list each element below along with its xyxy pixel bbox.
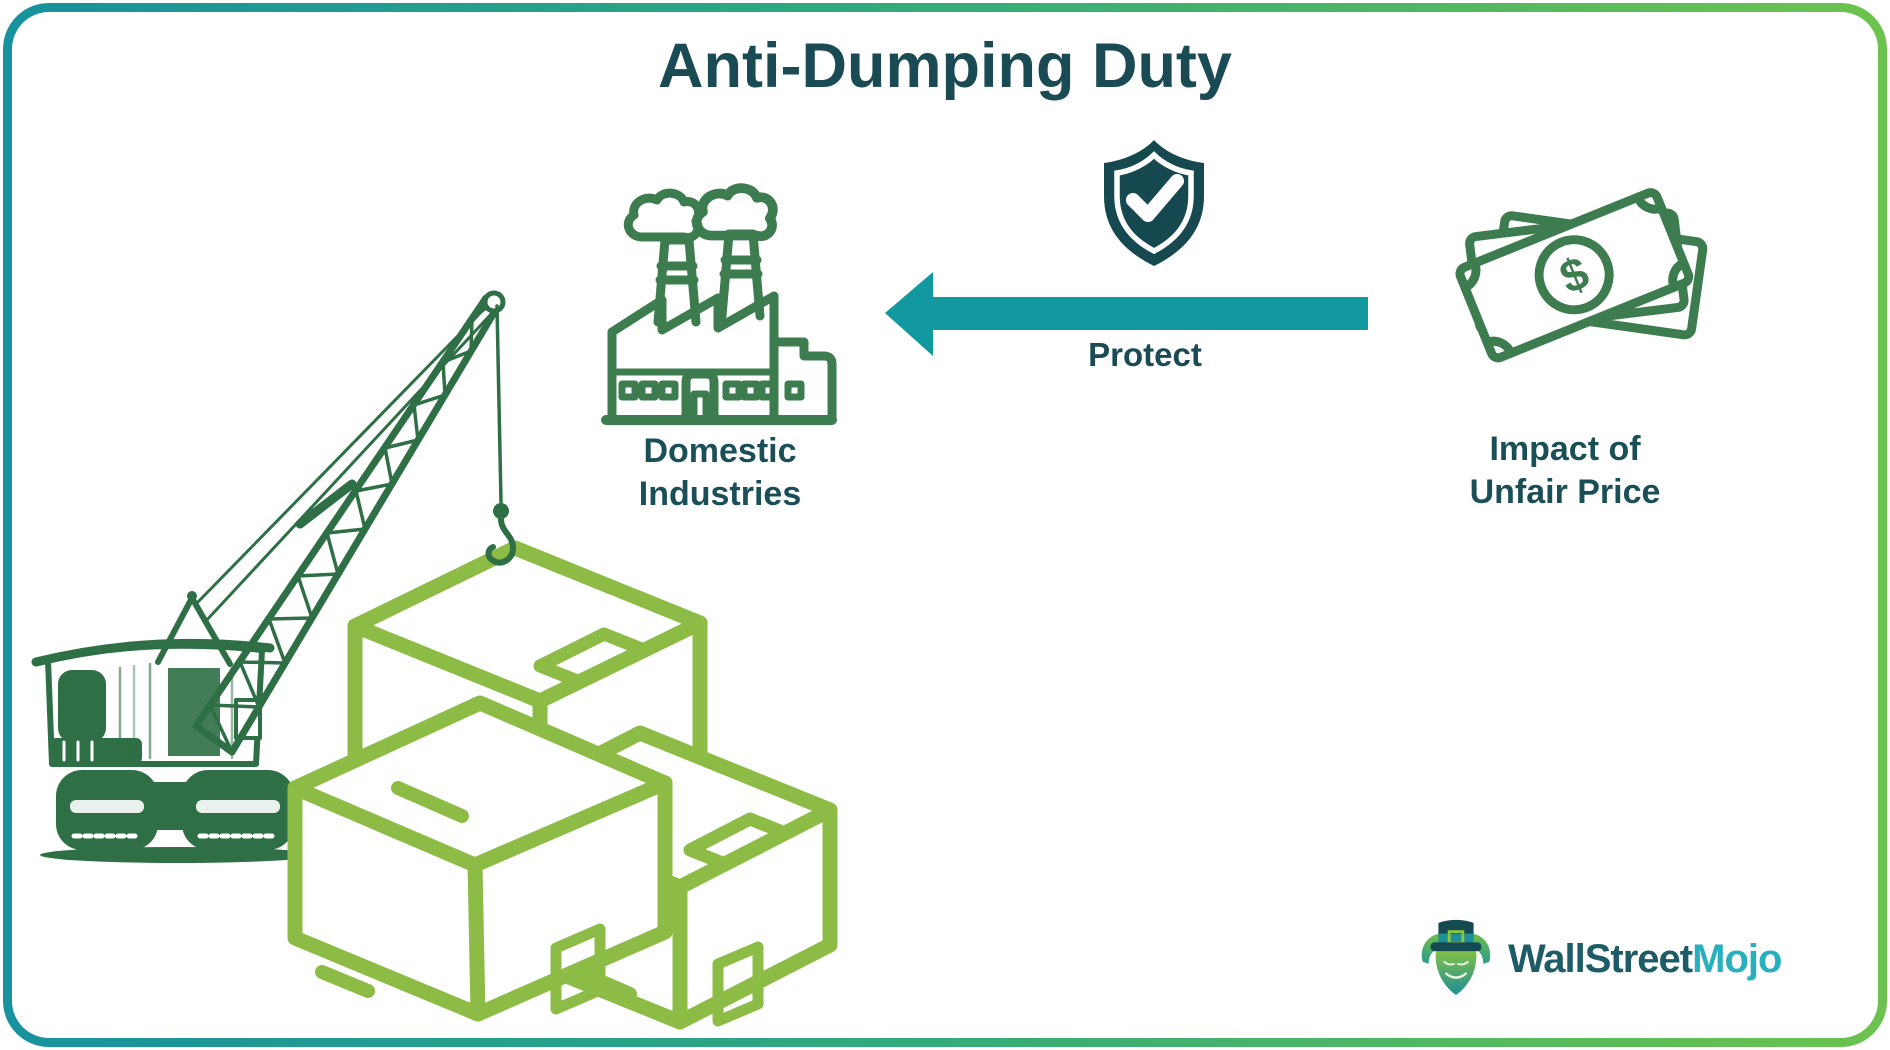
logo-text: WallStreetMojo xyxy=(1508,936,1782,982)
bull-mascot-icon xyxy=(1421,919,1491,996)
page-title: Anti-Dumping Duty xyxy=(658,31,1232,101)
crane-illustration xyxy=(31,290,506,863)
crane-shadow xyxy=(40,847,316,863)
wallstreetmojo-logo: WallStreetMojo xyxy=(1414,916,1782,1002)
logo-text-mojo: Mojo xyxy=(1692,936,1782,981)
unfair-price-label-line2: Unfair Price xyxy=(1469,472,1661,511)
shield-check-icon xyxy=(1104,140,1204,266)
protect-arrow-left-icon xyxy=(885,272,1368,356)
protect-label: Protect xyxy=(1088,336,1202,373)
crane-hook-icon xyxy=(485,304,517,566)
check-icon xyxy=(1126,174,1184,222)
factory-icon xyxy=(601,183,837,425)
domestic-industries-label-line2: Industries xyxy=(638,474,802,513)
domestic-industries-label: Domestic Industries xyxy=(540,430,900,516)
unfair-price-label: Impact of Unfair Price xyxy=(1390,428,1740,514)
dollar-circle-icon xyxy=(1534,235,1614,315)
unfair-price-label-line1: Impact of xyxy=(1489,430,1641,468)
smoke-cloud-icon xyxy=(691,183,778,241)
domestic-industries-label-line1: Domestic xyxy=(643,432,797,470)
box-left xyxy=(287,695,673,1022)
cargo-boxes-illustration xyxy=(287,540,838,1030)
logo-text-wallstreet: WallStreet xyxy=(1508,936,1693,981)
smoke-cloud-icon xyxy=(623,188,704,242)
money-bills-icon: $ xyxy=(1455,188,1708,363)
